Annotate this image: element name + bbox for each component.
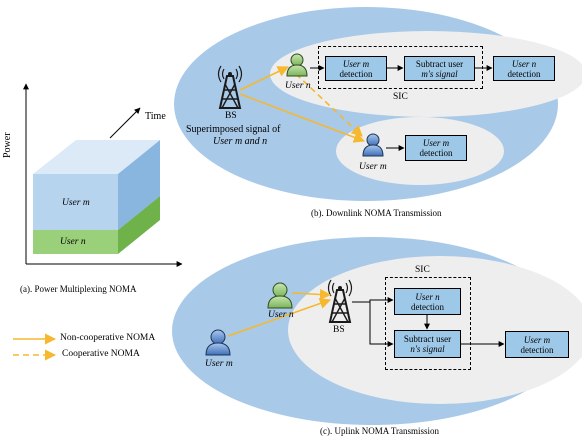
ul-box2-line2: n's signal <box>410 344 445 354</box>
ul-bs-label: BS <box>333 325 345 335</box>
dl-arrow-to-user-n <box>239 66 290 91</box>
cube-user-n-label: User n <box>60 237 86 247</box>
dl-box3-line1: User n <box>511 58 537 69</box>
ul-box2-line1: Subtract user <box>403 334 452 344</box>
bs-tower-icon <box>217 65 243 109</box>
ul-arrow-user-n-to-bs <box>291 288 332 301</box>
caption-a: (a). Power Multiplexing NOMA <box>20 284 137 294</box>
dl-box3-line2: detection <box>507 68 541 79</box>
dl-box4-line2: detection <box>419 148 453 158</box>
dl-box2-line2: m's signal <box>421 68 458 79</box>
dl-user-m-label: User m <box>359 162 387 172</box>
ul-sic-frame <box>385 277 471 370</box>
ul-box3-line1: User m <box>523 334 551 345</box>
user-m-icon-downlink <box>362 133 384 157</box>
user-n-icon-downlink <box>286 53 308 77</box>
user-n-icon-uplink <box>267 282 293 309</box>
dl-superimposed-line1: Superimposed signal of <box>186 124 281 135</box>
ul-box1-line1: User n <box>415 291 440 302</box>
dl-arrow-to-user-m <box>239 93 366 143</box>
cube-user-m-label: User m <box>62 198 90 208</box>
power-axis-label: Power <box>2 132 13 158</box>
ul-box3-line2: detection <box>520 344 554 355</box>
dl-bs-label: BS <box>225 111 237 121</box>
dl-box1-line1: User m <box>342 58 370 69</box>
dl-box2-line1: Subtract user <box>415 58 464 69</box>
time-axis-label: Time <box>145 111 166 122</box>
caption-c: (c). Uplink NOMA Transmission <box>320 426 440 436</box>
legend-cooperative: Cooperative NOMA <box>62 349 140 359</box>
legend-non-cooperative: Non-cooperative NOMA <box>60 333 156 343</box>
ul-box1-line2: detection <box>411 301 444 312</box>
user-m-icon-uplink <box>205 329 231 356</box>
time-axis <box>109 107 141 139</box>
dl-user-n-label: User n <box>285 81 311 91</box>
bs-tower-icon-uplink <box>327 279 353 323</box>
ul-arrow-user-m-to-bs <box>227 298 332 337</box>
power-multiplex-cube <box>33 140 160 254</box>
caption-b: (b). Downlink NOMA Transmission <box>311 208 442 218</box>
ul-user-m-label: User m <box>205 359 233 369</box>
ul-user-n-label: User n <box>268 310 294 320</box>
dl-sic-label: SIC <box>393 92 408 102</box>
dl-box1-line2: detection <box>339 68 373 79</box>
dl-sic-frame <box>318 46 483 89</box>
dl-superimposed-line2: User m and n <box>213 136 268 147</box>
ul-arrow-bs-to-box1 <box>352 297 394 303</box>
ul-sic-label: SIC <box>415 265 430 275</box>
dl-box4-line1: User m <box>422 138 450 148</box>
dl-coop-arrow <box>295 73 363 137</box>
